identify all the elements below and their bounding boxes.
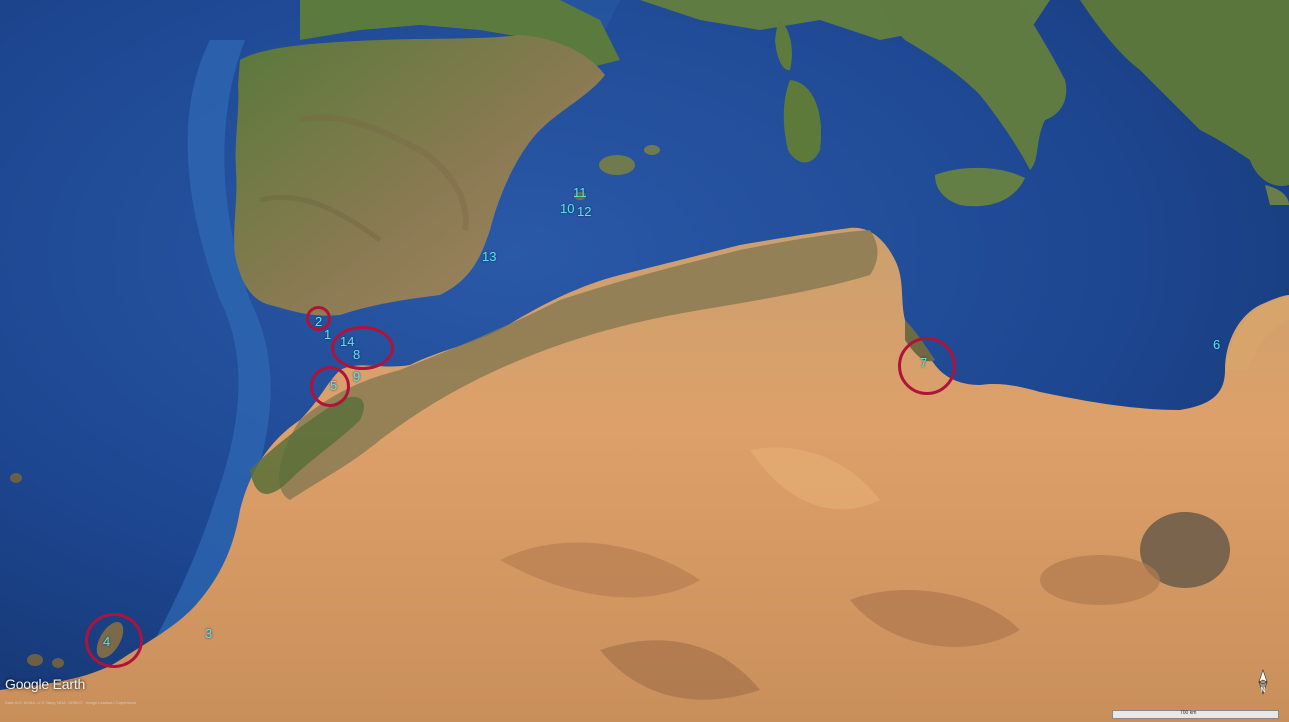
- site-label-13[interactable]: 13: [482, 249, 497, 264]
- imagery-credits: Data SIO, NOAA, U.S. Navy, NGA, GEBCO · …: [5, 700, 137, 705]
- compass-label: N: [1260, 687, 1265, 694]
- balkans: [1080, 0, 1289, 186]
- greece-tip: [1265, 185, 1289, 205]
- canary-islet-1: [27, 654, 43, 666]
- italy: [880, 0, 1067, 170]
- site-label-11[interactable]: 11: [573, 185, 587, 200]
- circle-site-5: [310, 366, 350, 407]
- canary-islet-2: [52, 658, 64, 668]
- scale-bar: [1112, 710, 1279, 719]
- site-label-9[interactable]: 9: [353, 369, 361, 384]
- circle-site-14-8: [331, 326, 394, 370]
- atlas-mountains: [279, 230, 878, 500]
- scale-label: 700 km: [1180, 710, 1197, 716]
- iberia-ridges-2: [259, 194, 382, 243]
- libya-coast: [1225, 295, 1289, 370]
- france-coast: [300, 0, 620, 70]
- site-label-1[interactable]: 1: [324, 327, 332, 342]
- mallorca: [599, 155, 635, 175]
- site-label-3[interactable]: 3: [205, 626, 213, 641]
- site-label-10[interactable]: 10: [560, 201, 575, 216]
- iberian-peninsula: [234, 35, 606, 316]
- circle-site-4: [85, 613, 143, 668]
- north-africa: [0, 227, 1289, 722]
- sardinia: [783, 80, 822, 163]
- site-label-12[interactable]: 12: [577, 204, 592, 219]
- canary-west: [10, 473, 22, 483]
- moroccan-coast: [250, 396, 364, 494]
- plateau-region: [850, 590, 1020, 647]
- imagery-logo: Google Earth: [5, 676, 86, 692]
- sand-sea: [750, 447, 880, 510]
- site-label-6[interactable]: 6: [1213, 337, 1221, 352]
- compass-icon[interactable]: N: [1252, 668, 1274, 696]
- corsica: [775, 20, 792, 71]
- hoggar-region: [1040, 555, 1160, 605]
- sicily: [935, 167, 1025, 207]
- ibiza: [574, 192, 586, 200]
- menorca: [644, 145, 660, 155]
- erg-region: [500, 542, 700, 598]
- tibesti-plateau: [1140, 512, 1230, 588]
- ridge-region: [600, 640, 760, 700]
- iberia-ridges: [299, 114, 469, 231]
- circle-site-2: [306, 306, 331, 331]
- circle-site-7: [898, 337, 956, 395]
